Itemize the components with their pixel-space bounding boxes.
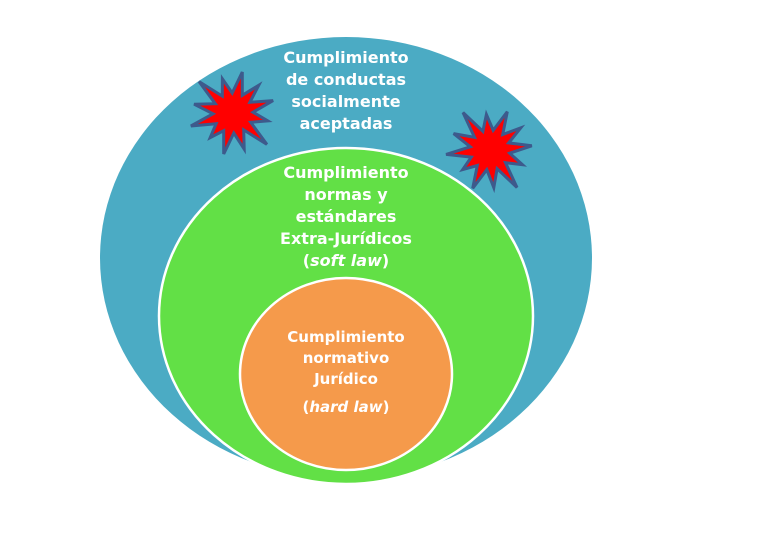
inner-circle-hard-law [238, 276, 454, 472]
label-line: normativo [302, 349, 390, 367]
paren: ( [302, 251, 311, 270]
red-burst-star-icon [445, 109, 533, 194]
label-line: aceptadas [299, 114, 393, 133]
label-line: normas y [304, 185, 388, 204]
label-line: estándares [295, 207, 397, 226]
label-line: (soft law) [146, 250, 546, 272]
label-line: Extra-Jurídicos [280, 229, 412, 248]
soft-law-term: soft law [310, 251, 382, 270]
label-line: Cumplimiento [287, 328, 405, 346]
label-line: Cumplimiento [283, 48, 409, 67]
label-line: Jurídico [314, 370, 378, 388]
middle-circle-label: Cumplimiento normas y estándares Extra-J… [146, 162, 546, 272]
paren: ) [382, 398, 390, 416]
outer-circle-label: Cumplimiento de conductas socialmente ac… [146, 47, 546, 135]
label-line: (hard law) [146, 397, 546, 418]
label-line: socialmente [291, 92, 401, 111]
red-burst-star-icon [190, 71, 274, 155]
paren: ( [302, 398, 310, 416]
label-line: de conductas [285, 70, 407, 89]
paren: ) [381, 251, 390, 270]
hard-law-term: hard law [309, 398, 383, 416]
label-line: Cumplimiento [283, 163, 409, 182]
inner-circle-label: Cumplimiento normativo Jurídico (hard la… [146, 327, 546, 418]
